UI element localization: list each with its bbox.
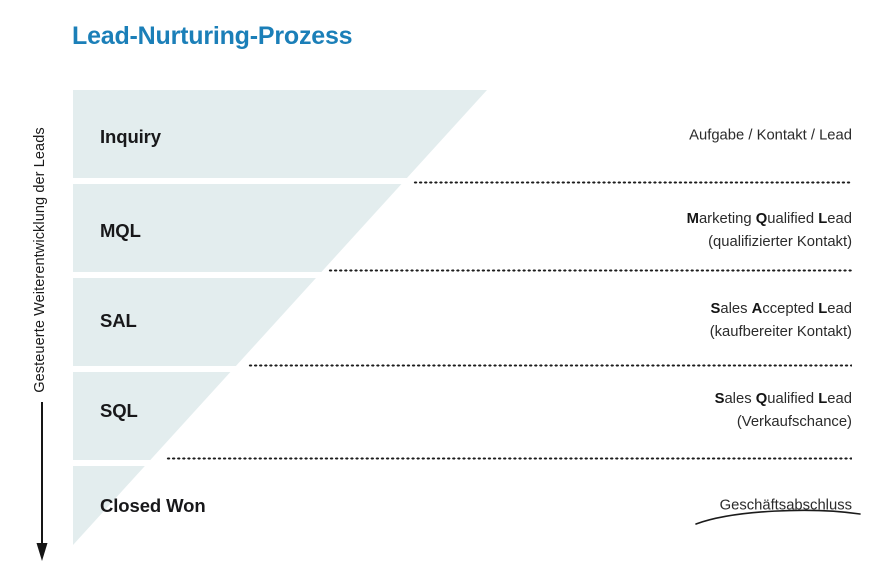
mql-word-marketing: arketing — [698, 211, 756, 228]
description-sal: Sales Accepted Lead (kaufbereiter Kontak… — [710, 298, 852, 344]
description-sal-line2: (kaufbereiter Kontakt) — [709, 324, 852, 340]
description-closed-won: Geschäftsabschluss — [720, 495, 852, 518]
description-mql-line2: (qualifizierter Kontakt) — [708, 234, 852, 250]
sal-word-sales: ales — [720, 301, 752, 318]
stage-label-inquiry: Inquiry — [100, 126, 161, 147]
divider-inquiry-mql — [413, 181, 852, 184]
sal-initial-l: L — [818, 301, 828, 318]
description-closed-won-line1: Geschäftsabschluss — [719, 497, 852, 514]
down-arrow-icon — [36, 402, 48, 561]
sql-word-qualified: ualified — [767, 391, 819, 408]
sal-word-lead: ead — [827, 301, 852, 318]
mql-initial-m: M — [686, 211, 699, 228]
handdrawn-underline — [695, 509, 861, 525]
stage-label-closed-won: Closed Won — [100, 495, 206, 516]
divider-sql-closedwon — [166, 457, 852, 460]
axis-label: Gesteuerte Weiterentwicklung der Leads — [32, 127, 48, 393]
sql-word-sales: ales — [724, 391, 756, 408]
divider-sal-sql — [248, 364, 852, 367]
description-inquiry: Aufgabe / Kontakt / Lead — [689, 125, 852, 148]
sql-initial-q: Q — [755, 391, 768, 408]
divider-mql-sal — [328, 269, 852, 272]
sal-initial-s: S — [710, 301, 721, 318]
sql-word-lead: ead — [827, 391, 852, 408]
page-title: Lead-Nurturing-Prozess — [72, 22, 353, 50]
description-mql-line1: Marketing Qualified Lead — [687, 208, 852, 231]
description-sql: Sales Qualified Lead (Verkaufschance) — [715, 388, 852, 434]
stage-label-sql: SQL — [100, 400, 138, 421]
sal-word-accepted: ccepted — [762, 301, 819, 318]
stage-label-sal: SAL — [100, 310, 137, 331]
sql-initial-l: L — [818, 391, 828, 408]
mql-initial-q: Q — [755, 211, 768, 228]
stage-label-mql: MQL — [100, 220, 141, 241]
description-sql-line1: Sales Qualified Lead — [715, 388, 852, 411]
description-mql: Marketing Qualified Lead (qualifizierter… — [687, 208, 852, 254]
sal-initial-a: A — [751, 301, 763, 318]
description-sal-line1: Sales Accepted Lead — [710, 298, 852, 321]
mql-word-lead: ead — [827, 211, 852, 228]
mql-initial-l: L — [818, 211, 828, 228]
description-inquiry-line1: Aufgabe / Kontakt / Lead — [689, 127, 852, 144]
progression-axis: Gesteuerte Weiterentwicklung der Leads — [18, 84, 64, 564]
mql-word-qualified: ualified — [767, 211, 819, 228]
description-sql-line2: (Verkaufschance) — [736, 414, 852, 430]
sql-initial-s: S — [714, 391, 725, 408]
